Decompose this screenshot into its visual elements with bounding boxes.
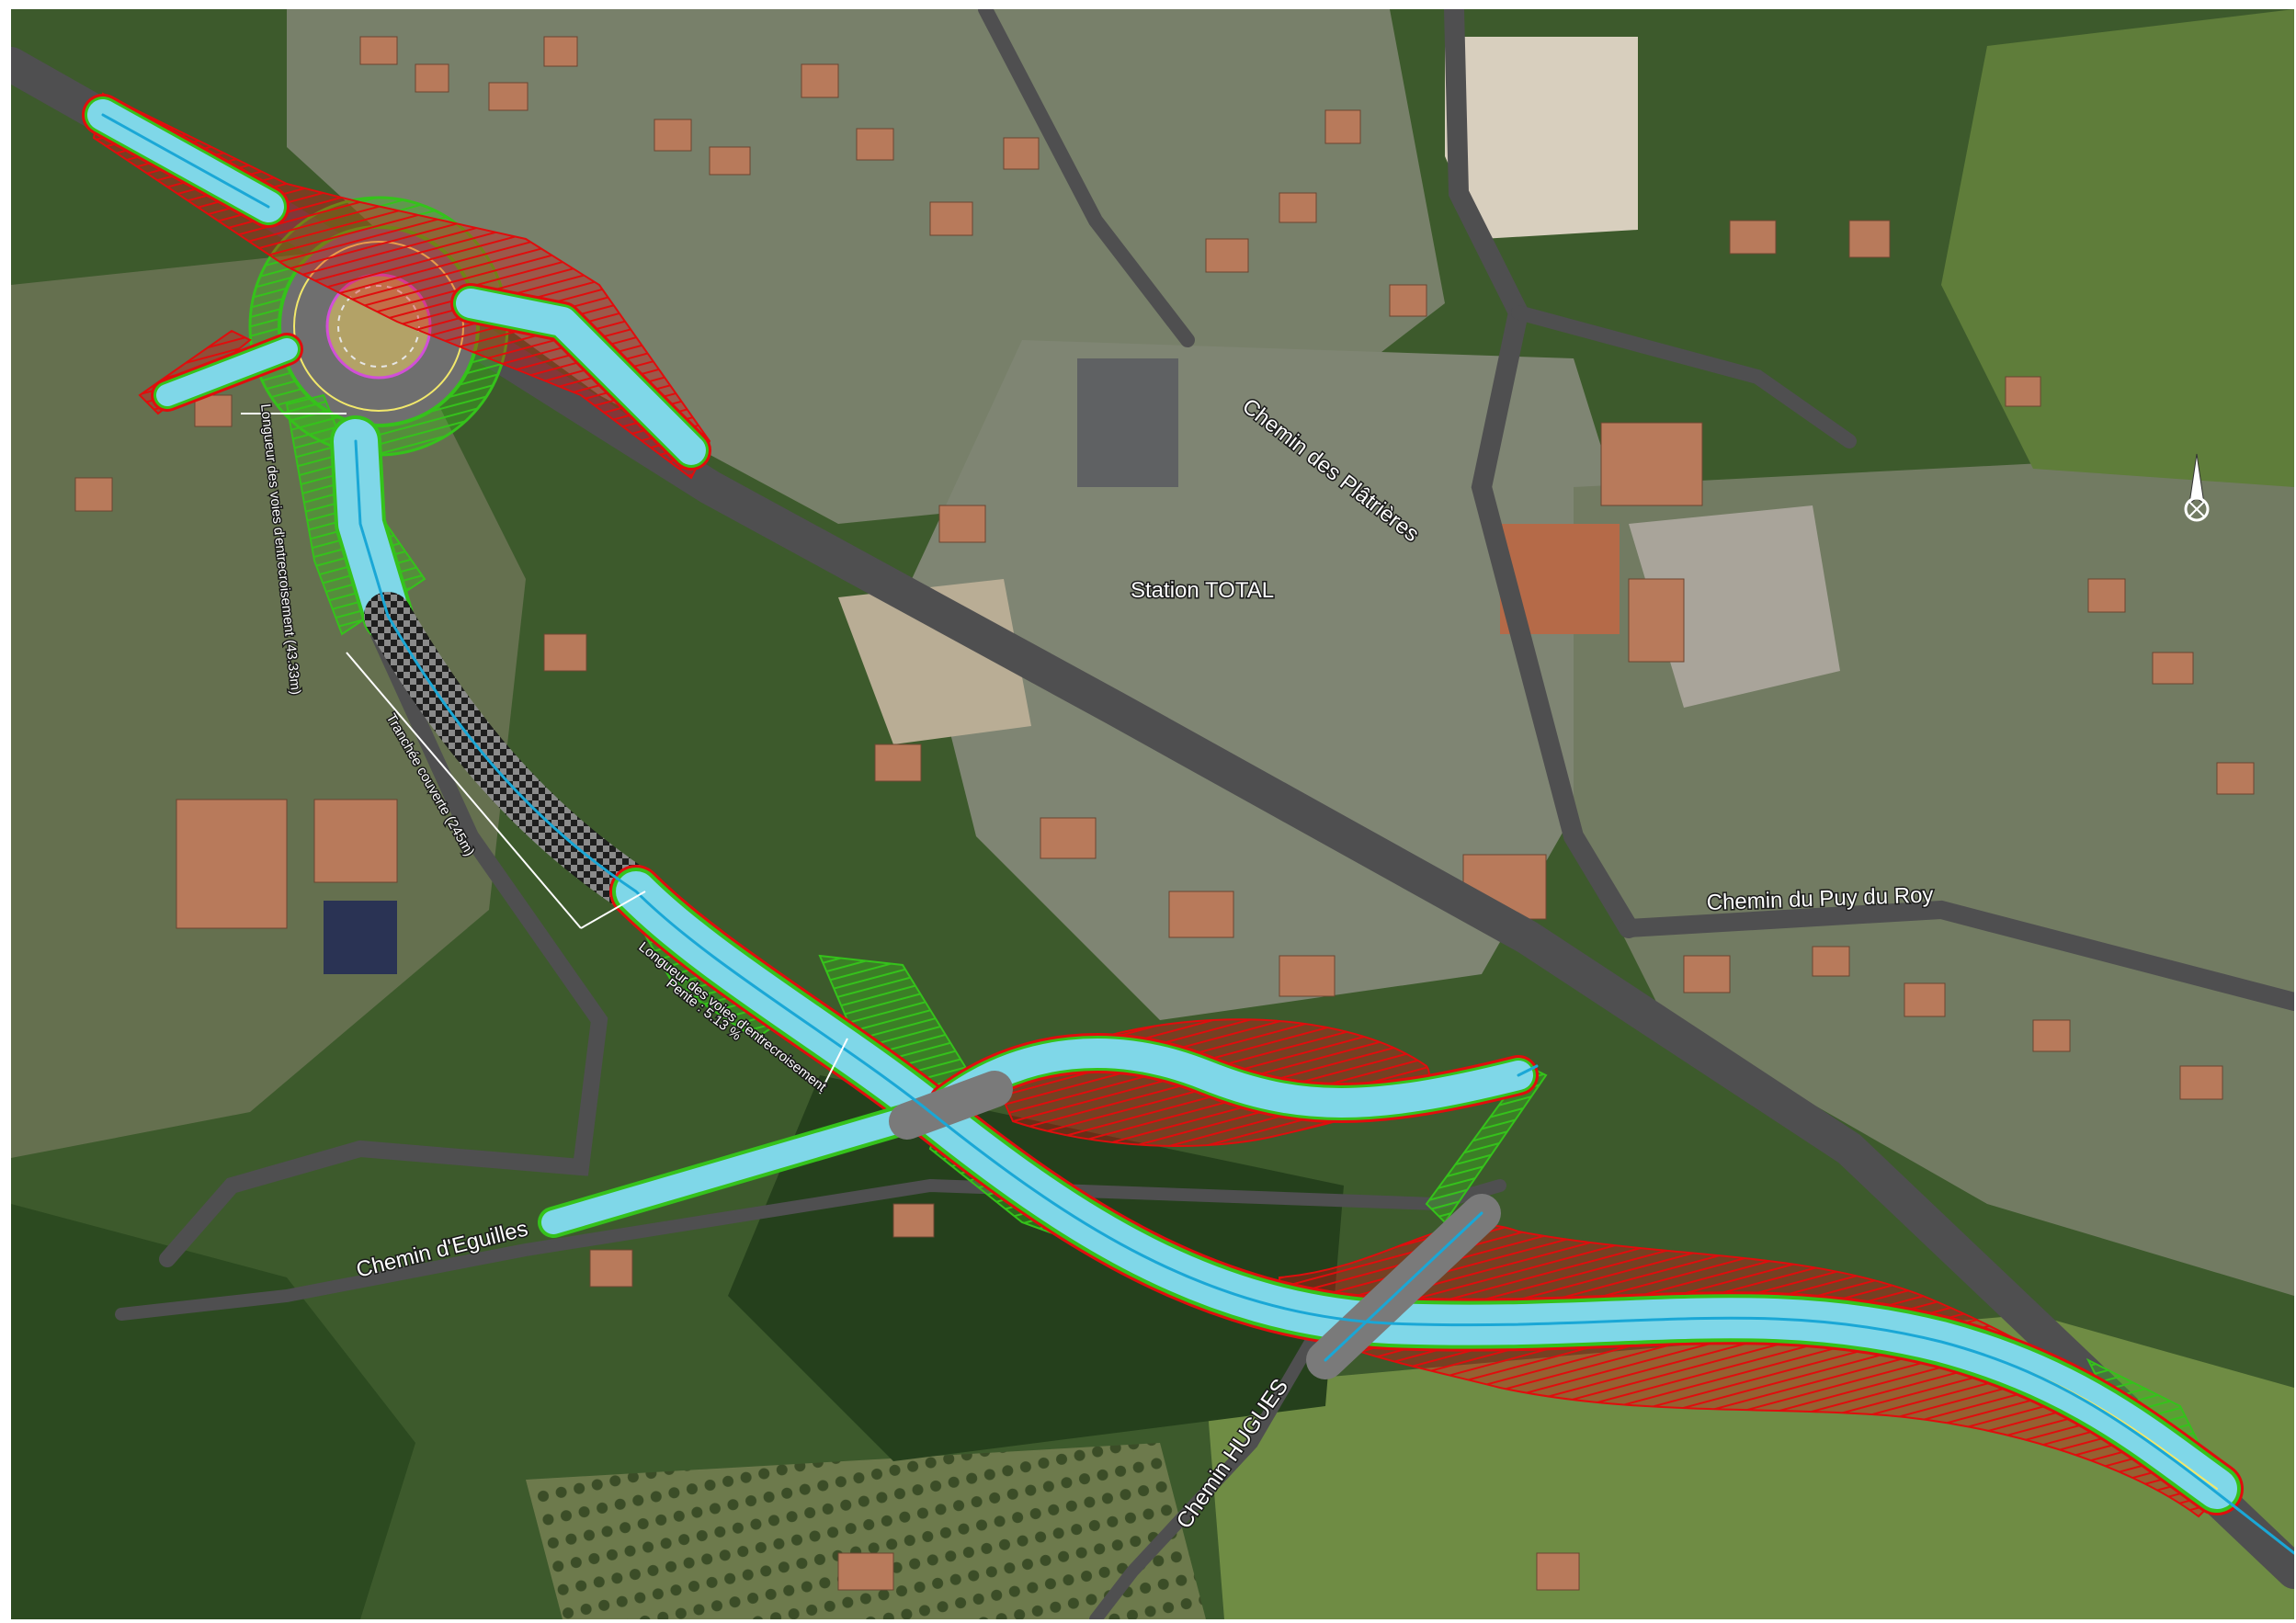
north-arrow-icon (2184, 453, 2210, 522)
annotation-lines (241, 413, 848, 1095)
aerial-map[interactable]: Station TOTAL Chemin des Plâtrières Chem… (11, 9, 2294, 1619)
map-canvas[interactable]: Station TOTAL Chemin des Plâtrières Chem… (11, 9, 2294, 1619)
label-station: Station TOTAL (1131, 578, 1274, 603)
bridge-west (889, 1071, 1013, 1140)
building-blue-roof (324, 901, 397, 974)
forest-west (11, 1204, 415, 1619)
building-dark-roof (1077, 358, 1178, 487)
parking-north (1445, 37, 1638, 239)
buildings (74, 36, 2255, 1591)
forest (728, 1075, 1344, 1461)
meadow-northeast (1941, 9, 2294, 487)
urban-zone-center (912, 340, 1665, 1020)
project-axis (101, 113, 2294, 1555)
project-roads (82, 94, 2294, 1555)
orchard (526, 1443, 1206, 1619)
